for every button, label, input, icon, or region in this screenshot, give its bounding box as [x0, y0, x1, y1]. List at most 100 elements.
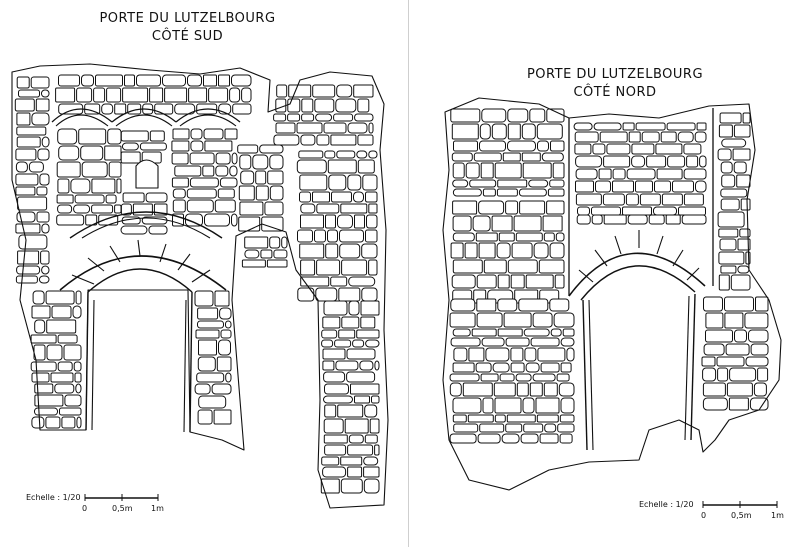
masonry-stone — [347, 466, 363, 478]
masonry-stone — [660, 131, 677, 143]
masonry-stone — [232, 103, 252, 115]
masonry-stone — [478, 242, 496, 259]
masonry-stone — [114, 204, 122, 214]
masonry-stone — [559, 433, 573, 444]
masonry-stone — [666, 122, 696, 131]
masonry-stone — [529, 108, 546, 123]
masonry-stone — [480, 373, 499, 382]
masonry-stone — [269, 236, 281, 249]
masonry-stone — [301, 113, 315, 122]
masonry-stone — [622, 122, 635, 131]
masonry-stone — [314, 98, 335, 113]
masonry-stone — [217, 188, 235, 199]
masonry-stone — [705, 329, 733, 343]
masonry-stone — [300, 214, 324, 229]
masonry-stone — [202, 165, 215, 177]
masonry-stone — [497, 179, 528, 188]
masonry-stone — [720, 161, 733, 174]
masonry-stone — [497, 274, 510, 289]
masonry-stone — [533, 242, 549, 259]
masonry-stone — [702, 382, 726, 397]
masonry-stone — [75, 383, 82, 394]
masonry-stone — [476, 274, 497, 289]
masonry-stone — [521, 123, 536, 140]
masonry-stone — [728, 397, 749, 411]
masonry-stone — [340, 203, 368, 214]
masonry-stone — [172, 188, 186, 199]
masonry-stone — [540, 362, 560, 373]
masonry-stone — [362, 174, 378, 191]
masonry-stone — [724, 312, 744, 329]
masonry-stone — [316, 134, 330, 146]
masonry-stone — [452, 188, 482, 197]
masonry-stone — [344, 418, 369, 434]
masonry-stone — [324, 444, 347, 456]
masonry-stone — [672, 180, 694, 193]
masonry-stone — [340, 478, 363, 494]
masonry-stone — [36, 186, 48, 196]
masonry-stone — [215, 165, 229, 177]
masonry-stone — [519, 200, 546, 215]
masonry-stone — [701, 356, 716, 367]
masonry-stone — [320, 478, 340, 494]
masonry-stone — [720, 265, 737, 274]
masonry-stone — [139, 142, 167, 151]
masonry-stone — [536, 414, 559, 423]
masonry-stone — [515, 232, 543, 242]
masonry-stone — [451, 152, 473, 162]
masonry-stone — [360, 300, 380, 316]
masonry-stone — [347, 174, 362, 191]
masonry-stone — [323, 300, 348, 316]
masonry-stone — [681, 214, 707, 225]
masonry-stone — [16, 265, 41, 275]
wall-niche — [135, 159, 159, 189]
masonry-stone — [91, 204, 114, 214]
masonry-stone — [529, 382, 543, 397]
masonry-stone — [449, 433, 477, 444]
masonry-stone — [750, 343, 769, 356]
masonry-stone — [485, 347, 510, 362]
masonry-stone — [368, 122, 374, 134]
masonry-stone — [321, 329, 338, 339]
masonry-stone — [211, 383, 232, 395]
masonry-stone — [299, 243, 325, 259]
masonry-stone — [198, 339, 217, 356]
masonry-stone — [575, 180, 594, 193]
masonry-stone — [239, 201, 264, 216]
masonry-stone — [496, 188, 518, 197]
masonry-stone — [560, 362, 572, 373]
masonry-stone — [356, 150, 368, 159]
masonry-stone — [316, 203, 340, 214]
masonry-stone — [479, 423, 505, 433]
masonry-stone — [300, 259, 316, 276]
masonry-stone — [189, 177, 219, 188]
masonry-stone — [316, 259, 341, 276]
masonry-stone — [204, 140, 233, 152]
masonry-stone — [482, 397, 494, 414]
masonry-stone — [667, 155, 686, 168]
masonry-stone — [560, 397, 575, 414]
masonry-stone — [104, 145, 122, 161]
masonry-stone — [737, 238, 751, 251]
masonry-stone — [574, 143, 592, 155]
masonry-stone — [55, 87, 76, 103]
title-line-2: CÔTÉ NORD — [573, 85, 657, 100]
masonry-stone — [287, 98, 301, 113]
masonry-stone — [521, 152, 541, 162]
masonry-stone — [81, 161, 108, 178]
masonry-stone — [231, 74, 252, 87]
masonry-stone — [39, 173, 50, 186]
masonry-stone — [225, 320, 232, 329]
masonry-stone — [323, 395, 353, 404]
masonry-stone — [525, 362, 540, 373]
masonry-stone — [333, 113, 354, 122]
masonry-stone — [312, 84, 336, 98]
masonry-stone — [187, 74, 202, 87]
masonry-stone — [363, 456, 379, 466]
masonry-stone — [602, 193, 625, 206]
masonry-stone — [15, 173, 39, 186]
masonry-stone — [599, 131, 628, 143]
masonry-stone — [198, 395, 227, 409]
masonry-stone — [276, 84, 288, 98]
masonry-stone — [497, 328, 523, 337]
